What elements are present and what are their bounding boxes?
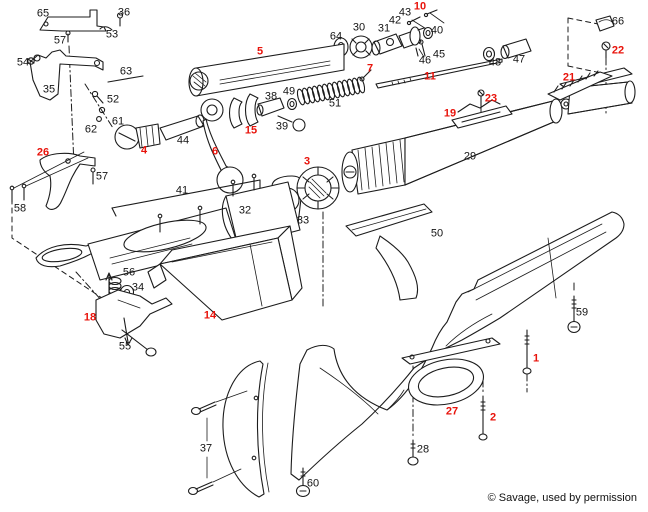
part-label-59: 59: [575, 306, 589, 319]
part-label-63: 63: [119, 65, 133, 78]
bolt-handle-50: [345, 203, 433, 301]
part-label-58: 58: [13, 202, 27, 215]
part-label-47: 47: [512, 53, 526, 66]
part-label-43: 43: [398, 6, 412, 19]
part-label-27: 27: [445, 405, 459, 418]
magazine-box-14: [147, 225, 303, 321]
part-label-65: 65: [36, 7, 50, 20]
part-label-31: 31: [377, 22, 391, 35]
part-label-48: 48: [488, 56, 502, 69]
part-label-4: 4: [140, 144, 148, 157]
part-label-42: 42: [388, 14, 402, 27]
action-screws: [295, 295, 581, 498]
part-label-28: 28: [416, 443, 430, 456]
sight-hood-66: [595, 15, 615, 32]
part-label-62: 62: [84, 123, 98, 136]
part-label-49: 49: [282, 85, 296, 98]
mainspring-51: [296, 76, 366, 106]
part-label-10: 10: [413, 0, 427, 13]
part-label-18: 18: [83, 311, 97, 324]
part-label-56: 56: [122, 266, 136, 279]
part-label-35: 35: [42, 83, 56, 96]
stock: [290, 211, 625, 481]
cocking-piece-4-44: [114, 114, 205, 150]
part-label-51: 51: [328, 97, 342, 110]
part-label-50: 50: [430, 227, 444, 240]
part-label-2: 2: [489, 411, 497, 424]
part-label-57: 57: [53, 34, 67, 47]
part-label-5: 5: [256, 45, 264, 58]
part-label-14: 14: [203, 309, 217, 322]
part-label-39: 39: [275, 120, 289, 133]
firing-pin-assembly: [333, 9, 532, 89]
part-label-64: 64: [329, 30, 343, 43]
part-label-3: 3: [303, 155, 311, 168]
part-label-36: 36: [117, 6, 131, 19]
part-label-61: 61: [111, 115, 125, 128]
part-label-44: 44: [176, 134, 190, 147]
part-label-7: 7: [366, 62, 374, 75]
part-label-55: 55: [118, 340, 132, 353]
part-label-37: 37: [199, 442, 213, 455]
part-label-6: 6: [211, 145, 219, 158]
bolt-sleeve-15: [228, 93, 306, 132]
part-label-54: 54: [16, 56, 30, 69]
recoil-pad: [222, 360, 270, 498]
copyright-notice: © Savage, used by permission: [487, 492, 637, 504]
part-label-52: 52: [106, 93, 120, 106]
part-label-32: 32: [238, 204, 252, 217]
part-label-29: 29: [463, 150, 477, 163]
buttpad-screws-37: [187, 390, 248, 496]
part-label-34: 34: [131, 281, 145, 294]
part-label-23: 23: [484, 92, 498, 105]
part-label-57: 57: [95, 170, 109, 183]
part-label-19: 19: [443, 107, 457, 120]
part-label-46: 46: [418, 54, 432, 67]
magazine-latch-18: [95, 272, 173, 357]
bolt-stop-bracket-65: [39, 9, 124, 43]
bolt-body-5: [188, 43, 345, 97]
trigger-26: [9, 151, 96, 210]
part-label-15: 15: [244, 124, 258, 137]
part-label-60: 60: [306, 477, 320, 490]
part-label-40: 40: [430, 24, 444, 37]
sear-bracket-35: [27, 49, 144, 122]
barrel-nut-3: [296, 166, 340, 210]
part-label-1: 1: [532, 352, 540, 365]
rear-sight-19: [451, 89, 513, 129]
part-label-26: 26: [36, 146, 50, 159]
trigger-guard-27: [401, 337, 501, 406]
part-label-11: 11: [424, 70, 436, 83]
part-label-30: 30: [352, 21, 366, 34]
part-label-21: 21: [562, 71, 576, 84]
part-label-22: 22: [611, 44, 625, 57]
part-label-41: 41: [175, 184, 189, 197]
part-label-45: 45: [432, 48, 446, 61]
part-label-66: 66: [611, 15, 625, 28]
part-label-33: 33: [296, 214, 310, 227]
part-label-38: 38: [264, 90, 278, 103]
front-sight-21: [547, 41, 633, 101]
part-label-53: 53: [105, 28, 119, 41]
